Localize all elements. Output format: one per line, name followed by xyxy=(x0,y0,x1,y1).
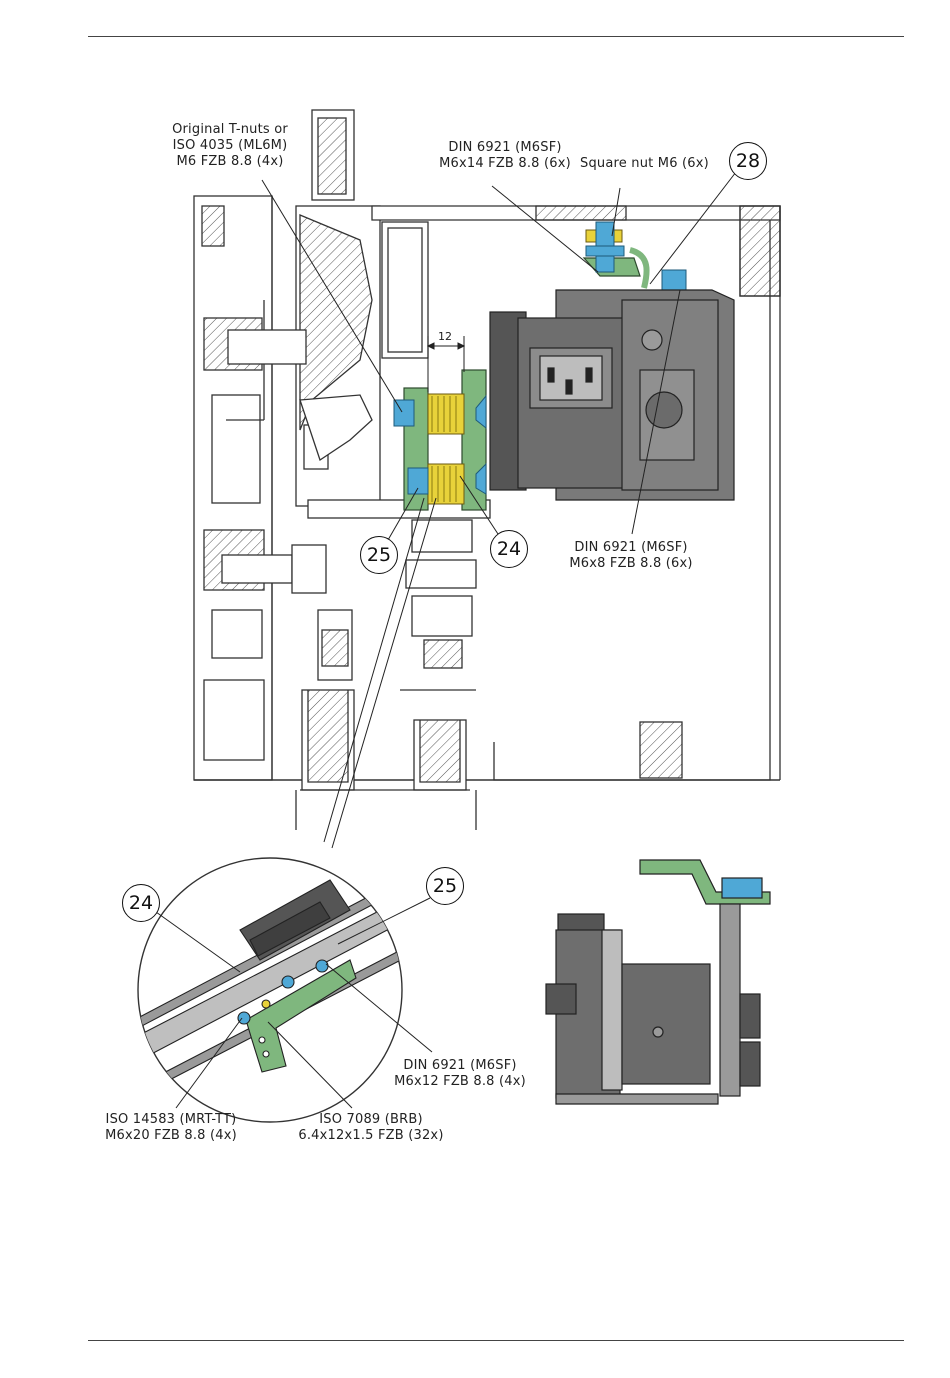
label-tnuts: Original T-nuts or ISO 4035 (ML6M) M6 FZ… xyxy=(160,122,300,170)
din-m6x8-line-1: DIN 6921 (M6SF) xyxy=(556,540,706,556)
dimension-label: 12 xyxy=(438,330,452,343)
detail-view xyxy=(130,858,424,1122)
din-m6x12-line-2: M6x12 FZB 8.8 (4x) xyxy=(385,1074,535,1090)
dimension-12 xyxy=(428,336,464,392)
tnuts-line-1: Original T-nuts or xyxy=(160,122,300,138)
label-din-m6x8: DIN 6921 (M6SF) M6x8 FZB 8.8 (6x) xyxy=(556,540,706,572)
label-iso7089: ISO 7089 (BRB) 6.4x12x1.5 FZB (32x) xyxy=(286,1112,456,1144)
tnuts-line-3: M6 FZB 8.8 (4x) xyxy=(160,154,300,170)
label-din-m6x12: DIN 6921 (M6SF) M6x12 FZB 8.8 (4x) xyxy=(385,1058,535,1090)
iso7089-line-2: 6.4x12x1.5 FZB (32x) xyxy=(286,1128,456,1144)
callout-28: 28 xyxy=(729,142,767,180)
din-m6x14-line-2: M6x14 FZB 8.8 (6x) xyxy=(420,156,590,172)
din-m6x12-line-1: DIN 6921 (M6SF) xyxy=(385,1058,535,1074)
iso7089-line-1: ISO 7089 (BRB) xyxy=(286,1112,456,1128)
tnuts-line-2: ISO 4035 (ML6M) xyxy=(160,138,300,154)
iso14583-line-2: M6x20 FZB 8.8 (4x) xyxy=(86,1128,256,1144)
callout-24: 24 xyxy=(490,530,528,568)
power-module xyxy=(490,290,734,500)
callout-25-detail: 25 xyxy=(426,867,464,905)
callout-24-detail: 24 xyxy=(122,884,160,922)
label-square-nut: Square nut M6 (6x) xyxy=(580,156,709,172)
label-iso14583: ISO 14583 (MRT-TT) M6x20 FZB 8.8 (4x) xyxy=(86,1112,256,1144)
din-m6x14-line-1: DIN 6921 (M6SF) xyxy=(420,140,590,156)
side-view xyxy=(546,860,770,1104)
iso14583-line-1: ISO 14583 (MRT-TT) xyxy=(86,1112,256,1128)
label-din-m6x14: DIN 6921 (M6SF) M6x14 FZB 8.8 (6x) xyxy=(420,140,590,172)
din-m6x8-line-2: M6x8 FZB 8.8 (6x) xyxy=(556,556,706,572)
callout-25: 25 xyxy=(360,536,398,574)
